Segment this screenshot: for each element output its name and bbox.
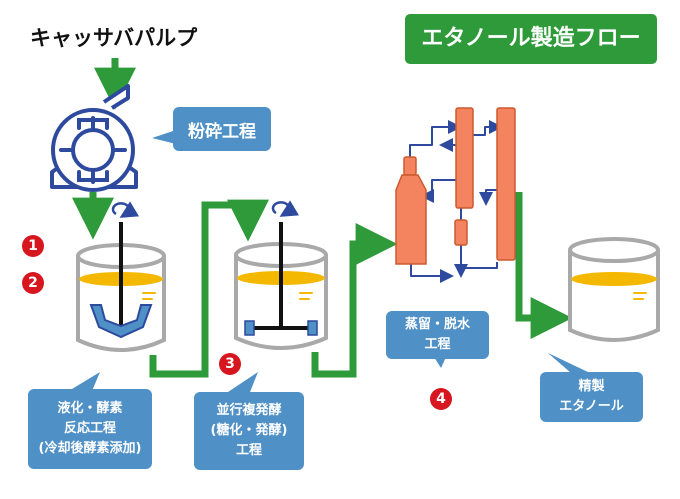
- callout-distillation: 蒸留・脱水 工程: [386, 311, 489, 359]
- step-badge-4: 4: [430, 388, 452, 410]
- callout-liquefaction-line1: 液化・酵素: [57, 401, 123, 416]
- column-4: [496, 107, 516, 261]
- crusher: [50, 84, 138, 192]
- step-badge-1: 1: [22, 235, 44, 257]
- callout-fermentation-line1: 並行複発酵: [216, 403, 282, 418]
- callout-tails: [72, 130, 590, 392]
- callout-product-line2: エタノール: [559, 399, 624, 414]
- callout-distillation-line1: 蒸留・脱水: [404, 317, 470, 332]
- column-1: [395, 174, 427, 265]
- tank-fermentation: [234, 200, 328, 350]
- callout-liquefaction-line2: 反応工程: [63, 421, 116, 436]
- arrow-distillation-to-product: [515, 192, 573, 339]
- tank-product: [568, 237, 660, 342]
- flow-arrows: [72, 58, 573, 378]
- callout-product-line1: 精製: [578, 379, 605, 394]
- column-2: [455, 107, 474, 209]
- distillation-unit: [395, 107, 516, 283]
- arrow-tank2-to-distillation: [311, 223, 398, 378]
- step-badge-3: 3: [219, 353, 241, 375]
- callout-crushing-text: 粉砕工程: [188, 121, 256, 142]
- callout-liquefaction-line3: (冷却後酵素添加): [38, 441, 142, 456]
- callout-fermentation-line2: (糖化・発酵): [210, 423, 288, 438]
- column-1-top: [403, 156, 417, 176]
- callout-distillation-line2: 工程: [424, 337, 451, 352]
- tank-liquefaction: [76, 201, 166, 352]
- callout-fermentation-line3: 工程: [235, 443, 262, 458]
- column-3: [454, 219, 468, 246]
- step-badge-2: 2: [22, 272, 44, 294]
- callout-crushing: 粉砕工程: [173, 107, 271, 151]
- source-material-label: キャッサバパルプ: [30, 26, 198, 50]
- callout-fermentation: 並行複発酵 (糖化・発酵) 工程: [194, 392, 304, 470]
- diagram-title: エタノール製造フロー: [405, 14, 657, 64]
- callout-product: 精製 エタノール: [540, 372, 643, 422]
- callout-liquefaction: 液化・酵素 反応工程 (冷却後酵素添加): [28, 389, 152, 469]
- arrow-tank1-to-tank2: [149, 199, 269, 378]
